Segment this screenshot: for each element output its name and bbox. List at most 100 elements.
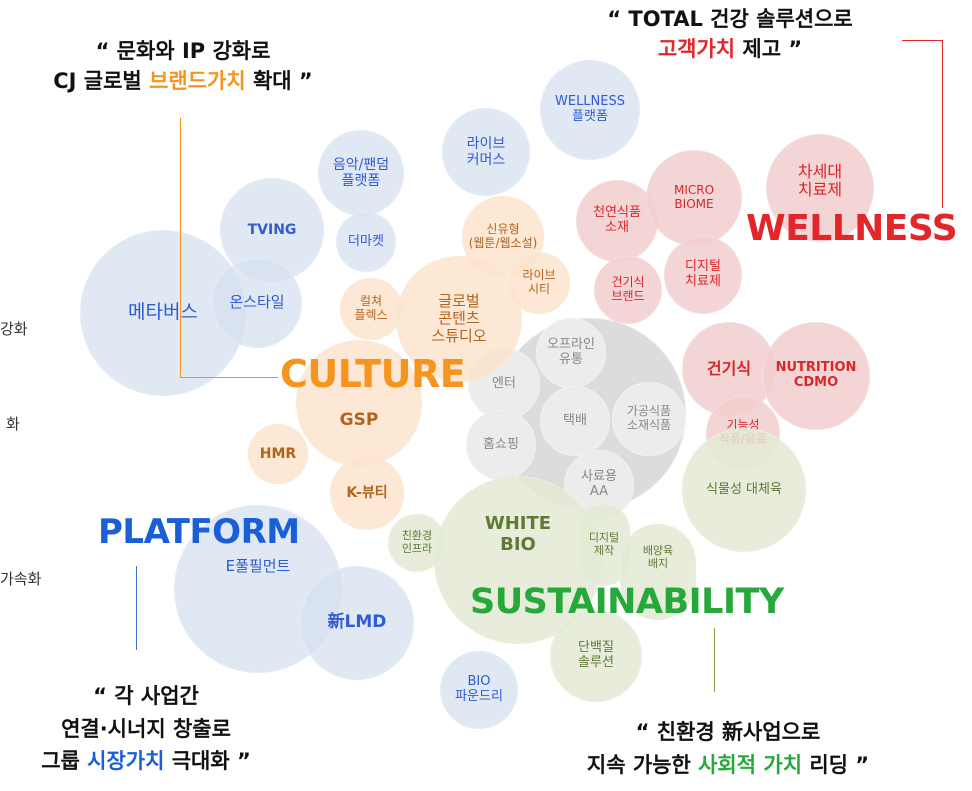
bubble-gsp: GSP [296,340,422,466]
bubble-wellness-platform-label: WELLNESS 플랫폼 [555,94,625,124]
bubble-health-food-label: 건기식 [706,358,752,378]
bubble-live-commerce-label: 라이브 커머스 [466,135,506,168]
left-fragment-2: 화 [6,415,20,433]
category-wellness-label: WELLNESS [746,208,958,249]
bubble-hmr: HMR [248,424,308,484]
category-platform-label: PLATFORM [98,512,300,552]
callout-platform-line2: 연결·시너지 창출로 [61,716,231,741]
bubble-micro-biome-label: MICRO BIOME [673,183,715,211]
bubble-eco-infra-label: 친환경 인프라 [401,529,433,555]
left-fragment-1: 강화 [0,320,28,338]
category-wellness: WELLNESS [746,208,958,249]
bubble-k-beauty: K-뷰티 [330,456,404,530]
bubble-themarket-label: 더마켓 [348,233,384,249]
bubble-natural-food: 천연식품 소재 [576,180,658,262]
bubble-new-lmd-label: 新LMD [327,612,387,633]
bubble-onstyle: 온스타일 [212,258,302,348]
bubble-next-gen-label: 차세대 치료제 [797,161,843,199]
bubble-live-city: 라이브 시티 [508,252,570,314]
platform-connector-vertical [136,566,137,650]
bubble-plant-meat: 식물성 대체육 [682,428,806,552]
bubble-themarket: 더마켓 [336,212,396,272]
callout-culture-highlight: 브랜드가치 [149,69,246,94]
bubble-nutrition-cdmo-label: NUTRITION CDMO [775,360,857,390]
bubble-eco-infra: 친환경 인프라 [388,514,446,572]
bubble-digital-therapy-label: 디지털 치료제 [685,259,721,289]
bubble-culture-plex: 컬쳐 플렉스 [340,278,402,340]
bubble-health-brand-label: 건기식 브랜드 [611,275,645,303]
bubble-new-lmd: 新LMD [300,566,414,680]
wellness-connector-vertical [942,40,943,208]
callout-wellness: “ TOTAL 건강 솔루션으로 고객가치 제고 ” [560,4,900,65]
bubble-enter-label: 엔터 [492,375,516,391]
category-sustainability-label: SUSTAINABILITY [470,582,784,622]
bubble-feed-aa-label: 사료용 AA [581,469,617,499]
callout-sustain-highlight: 사회적 가치 [698,752,803,777]
bubble-bio-foundry: BIO 파운드리 [440,651,518,729]
bubble-nutrition-cdmo: NUTRITION CDMO [762,322,870,430]
bubble-processed-food: 가공식품 소재식품 [612,382,686,456]
callout-platform-line3-post: 극대화 ” [164,749,251,774]
callout-culture-line2-pre: CJ 글로벌 [53,69,150,94]
bubble-delivery: 택배 [540,386,610,456]
bubble-home-shopping-label: 홈쇼핑 [483,436,519,452]
bubble-home-shopping: 홈쇼핑 [466,410,536,480]
bubble-onstyle-label: 온스타일 [229,293,285,312]
callout-culture-line2-post: 확대 ” [245,69,313,94]
left-fragment-3: 가속화 [0,570,42,588]
bubble-culture-medium-label: 배양육 배지 [642,544,674,570]
callout-wellness-line1: “ TOTAL 건강 솔루션으로 [607,7,853,31]
bubble-culture-plex-label: 컬쳐 플렉스 [354,294,388,322]
bubble-music-platform: 음악/팬덤 플랫폼 [318,130,404,216]
callout-wellness-highlight: 고객가치 [657,37,736,62]
bubble-protein: 단백질 솔루션 [550,610,642,702]
bubble-digital-therapy: 디지털 치료제 [664,236,742,314]
callout-sustain-line1: “ 친환경 新사업으로 [635,720,821,744]
bubble-wellness-platform: WELLNESS 플랫폼 [540,60,640,160]
wellness-connector-horizontal [902,40,943,41]
bubble-global-studio-label: 글로벌 콘텐츠 스튜디오 [431,292,487,345]
callout-sustain: “ 친환경 新사업으로 지속 가능한 사회적 가치 리딩 ” [518,716,938,781]
bubble-health-brand: 건기식 브랜드 [594,256,662,324]
bubble-tving-label: TVING [247,221,297,238]
sustain-connector-vertical [714,628,715,692]
bubble-micro-biome: MICRO BIOME [646,150,742,246]
category-culture: CULTURE [280,352,466,396]
callout-wellness-line2-post: 제고 ” [735,37,803,62]
bubble-bio-foundry-label: BIO 파운드리 [455,674,503,704]
callout-culture-line1: “ 문화와 IP 강화로 [95,39,271,63]
bubble-delivery-label: 택배 [563,412,587,428]
bubble-music-platform-label: 음악/팬덤 플랫폼 [332,156,390,189]
bubble-live-commerce: 라이브 커머스 [442,108,530,196]
bubble-k-beauty-label: K-뷰티 [346,484,388,501]
callout-culture: “ 문화와 IP 강화로 CJ 글로벌 브랜드가치 확대 ” [18,36,348,97]
bubble-offline: 오프라인 유통 [536,318,606,388]
category-sustainability: SUSTAINABILITY [470,582,784,622]
bubble-protein-label: 단백질 솔루션 [578,640,614,670]
callout-platform-highlight: 시장가치 [87,749,165,774]
bubble-gsp-label: GSP [339,410,379,431]
bubble-digital-making-label: 디지털 제작 [588,531,620,557]
callout-sustain-line2-post: 리딩 ” [802,752,870,777]
callout-sustain-line2-pre: 지속 가능한 [586,752,699,777]
bubble-plant-meat-label: 식물성 대체육 [706,481,782,497]
bubble-new-type-label: 신유형 (웹툰/웹소설) [468,222,538,250]
bubble-live-city-label: 라이브 시티 [522,268,556,296]
culture-connector-horizontal [180,377,278,378]
callout-wellness-line2: 고객가치 제고 ” [560,34,900,64]
callout-platform: “ 각 사업간 연결·시너지 창출로 그룹 시장가치 극대화 ” [0,680,292,778]
callout-platform-line3: 그룹 시장가치 극대화 ” [0,745,292,778]
category-culture-label: CULTURE [280,352,466,396]
bubble-hmr-label: HMR [259,445,297,462]
category-platform: PLATFORM [98,512,300,552]
bubble-next-gen: 차세대 치료제 [766,134,874,242]
bubble-culture-medium: 배양육 배지 [620,524,696,620]
callout-culture-line2: CJ 글로벌 브랜드가치 확대 ” [18,66,348,96]
bubble-white-bio-label: WHITE BIO [484,513,552,555]
bubble-processed-food-label: 가공식품 소재식품 [626,404,672,432]
callout-platform-line3-pre: 그룹 [41,749,88,774]
bubble-metaverse-label: 메타버스 [128,301,198,324]
bubble-e-fulfillment-label: E풀필먼트 [225,557,291,576]
callout-sustain-line2: 지속 가능한 사회적 가치 리딩 ” [518,749,938,782]
